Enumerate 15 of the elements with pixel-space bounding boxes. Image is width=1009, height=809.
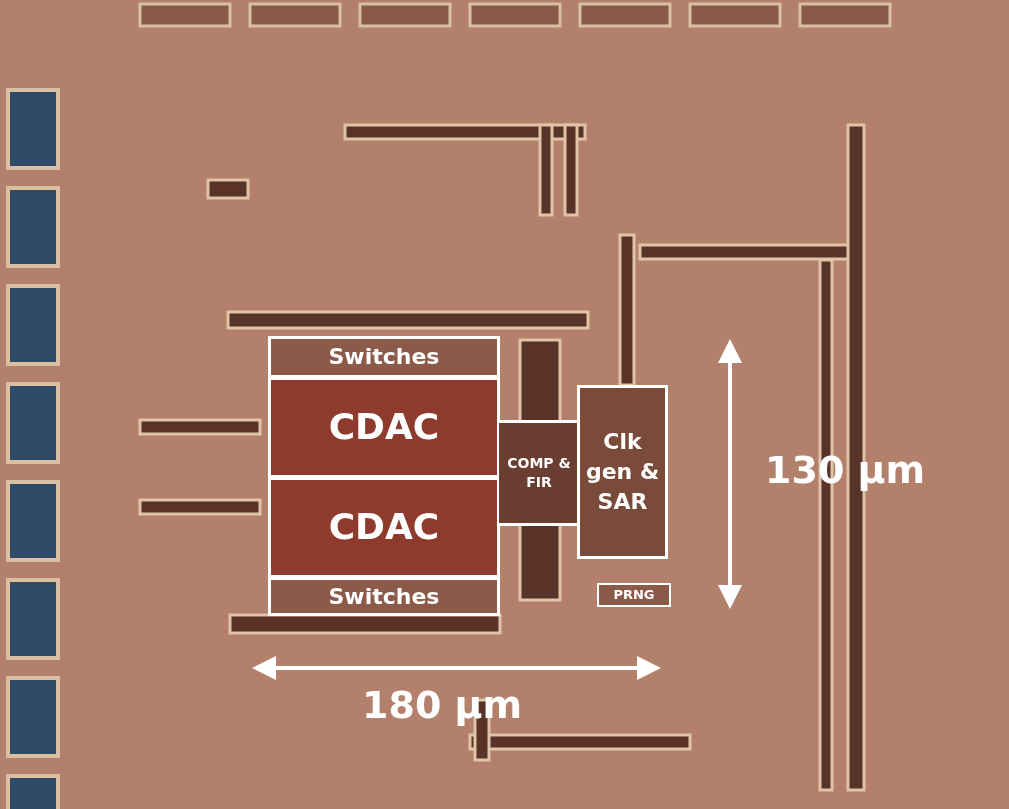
- circuit-block: [597, 583, 671, 607]
- circuit-block: [268, 477, 500, 578]
- block-label: CDAC: [327, 405, 441, 450]
- circuit-block: [268, 336, 500, 378]
- block-label: Switches: [327, 343, 441, 372]
- block-label: PRNG: [612, 586, 656, 604]
- block-label: COMP & FIR: [506, 454, 572, 492]
- circuit-block: [499, 420, 579, 526]
- circuit-block: [268, 377, 500, 478]
- dimension-label: 180 µm: [362, 683, 523, 727]
- block-label: CDAC: [327, 505, 441, 550]
- circuit-block: [577, 385, 668, 559]
- block-label: Switches: [327, 582, 441, 611]
- circuit-block: [268, 577, 500, 616]
- block-label: Clk gen & SAR: [584, 428, 661, 516]
